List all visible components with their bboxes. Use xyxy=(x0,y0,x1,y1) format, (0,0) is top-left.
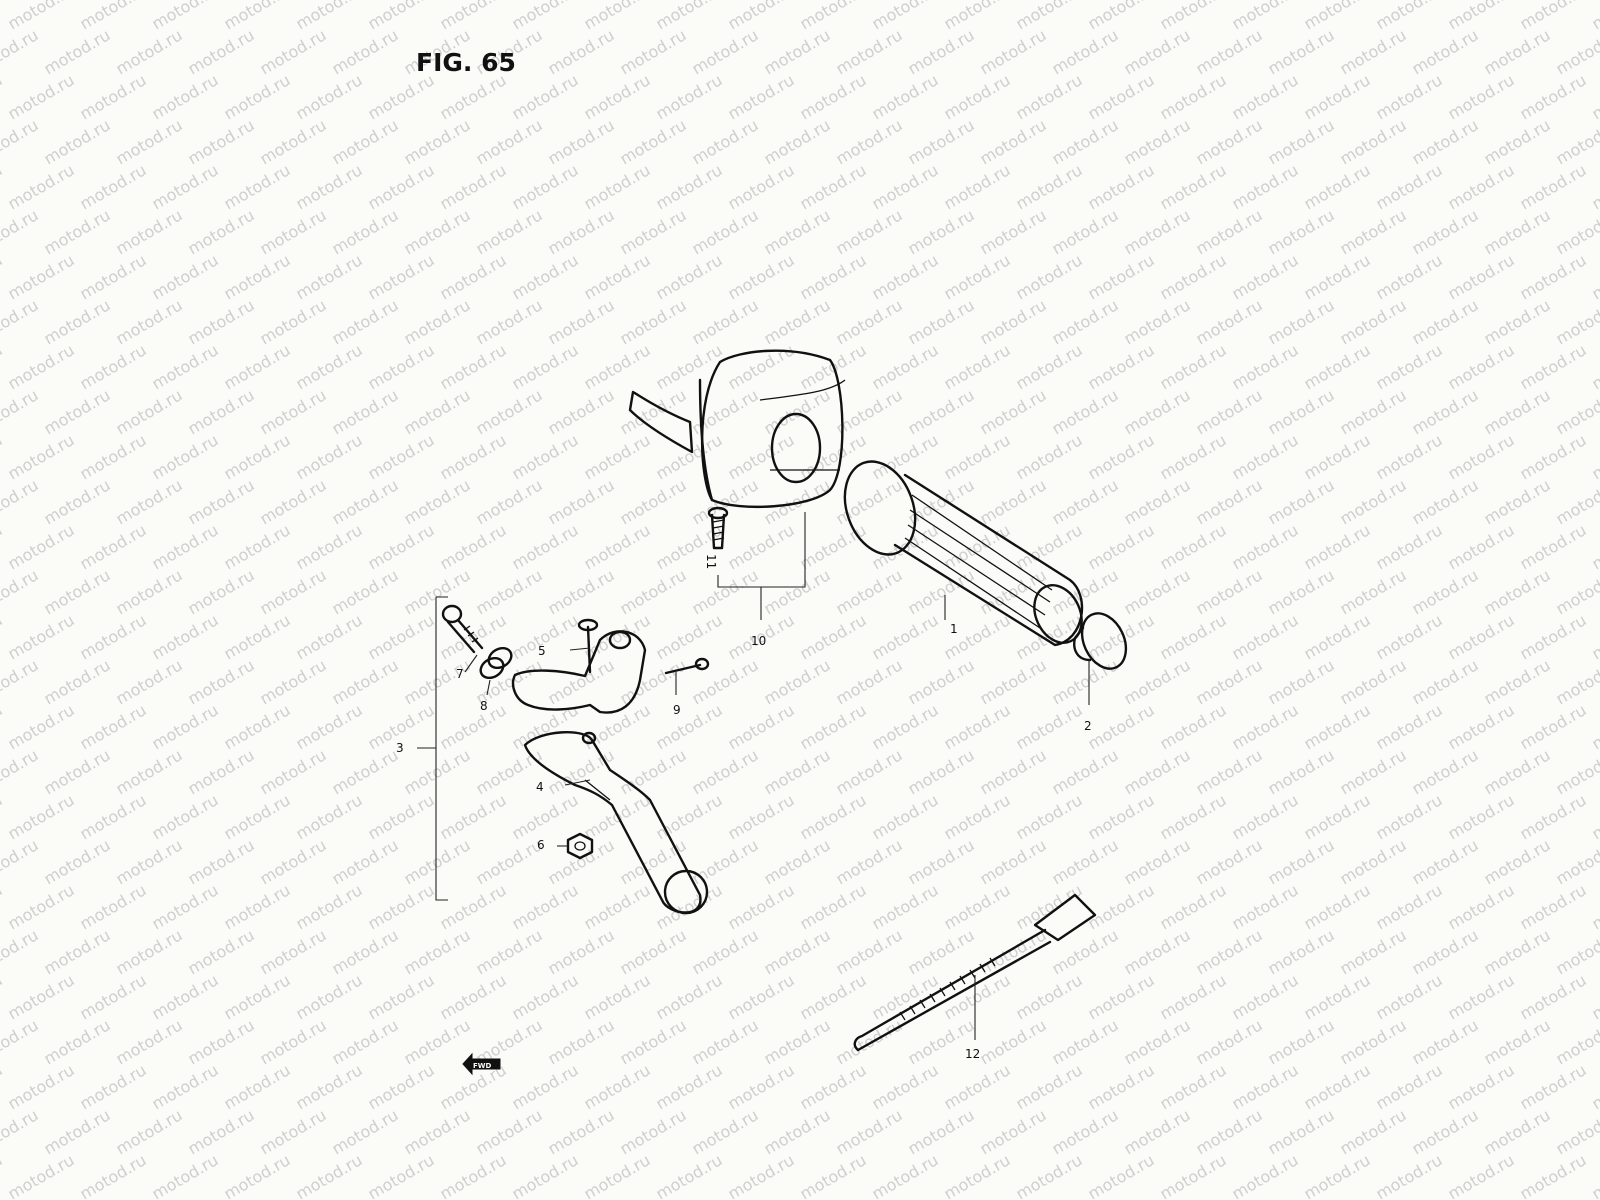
callout-5: 5 xyxy=(538,644,546,658)
part-switch-screw xyxy=(707,506,729,550)
forward-direction-arrow: FWD xyxy=(462,1052,501,1076)
callout-6: 6 xyxy=(537,838,545,852)
part-handle-grip xyxy=(843,460,1084,647)
part-lock-nut xyxy=(566,832,594,860)
part-adjuster-nut xyxy=(479,646,513,680)
figure-title: FIG. 65 xyxy=(416,48,516,77)
part-switch-housing xyxy=(628,349,846,509)
callout-11: 11 xyxy=(704,554,718,569)
part-cable-tie xyxy=(853,893,1097,1052)
callout-2: 2 xyxy=(1084,719,1092,733)
part-clutch-lever xyxy=(523,731,709,915)
callout-1: 1 xyxy=(950,622,958,636)
leader-lines xyxy=(417,512,1090,1040)
callout-4: 4 xyxy=(536,780,544,794)
fwd-label: FWD xyxy=(473,1062,492,1070)
callout-10: 10 xyxy=(751,634,766,648)
callout-7: 7 xyxy=(456,667,464,681)
callout-9: 9 xyxy=(673,703,681,717)
part-pivot-bolt xyxy=(441,604,484,654)
callout-8: 8 xyxy=(480,699,488,713)
part-lever-holder xyxy=(511,618,710,714)
part-grip-end-cap xyxy=(1073,612,1128,670)
callout-12: 12 xyxy=(965,1047,980,1061)
callout-3: 3 xyxy=(396,741,404,755)
